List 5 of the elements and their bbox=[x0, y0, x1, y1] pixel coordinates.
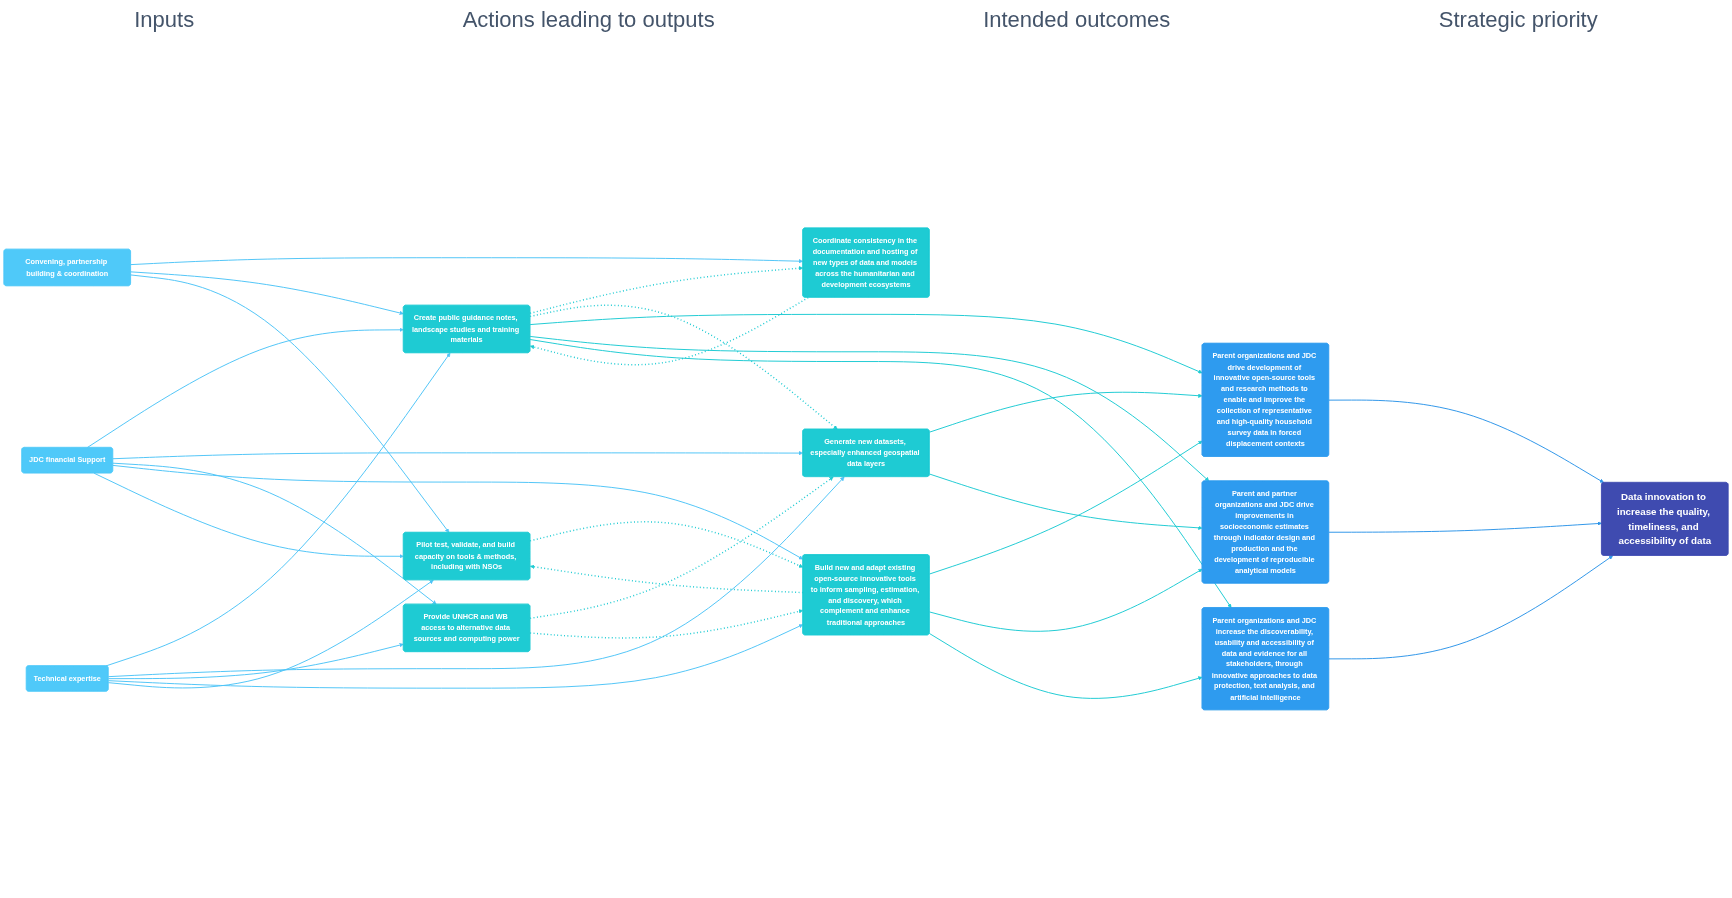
column-heading: Inputs bbox=[134, 7, 195, 33]
column-heading: Actions leading to outputs bbox=[462, 7, 715, 33]
arrow bbox=[529, 476, 834, 620]
column-heading: Intended outcomes bbox=[983, 7, 1171, 33]
column-heading: Strategic priority bbox=[1438, 7, 1598, 33]
